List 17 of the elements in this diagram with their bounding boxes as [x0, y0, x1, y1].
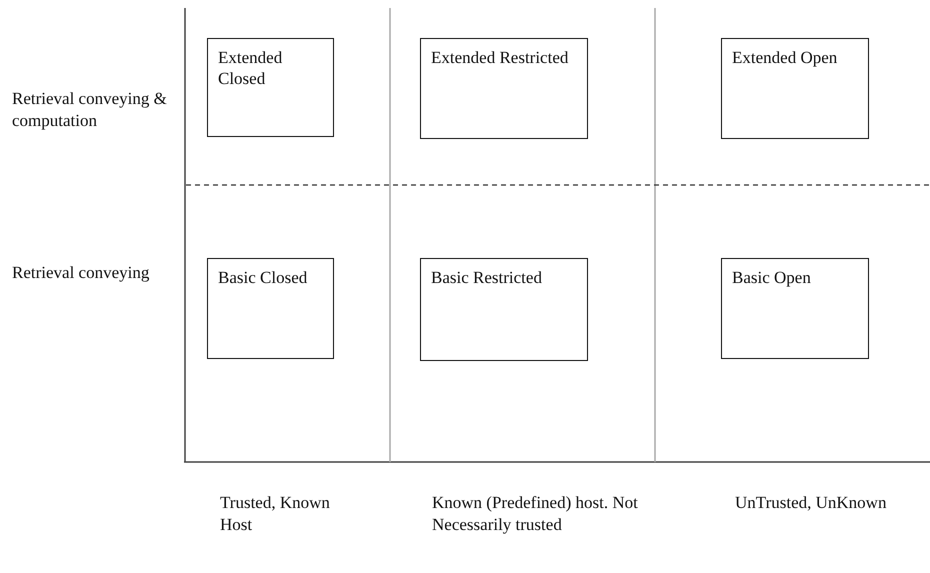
box-label: Extended Closed	[218, 47, 284, 89]
category-box	[207, 258, 334, 359]
box-label: Extended Open	[732, 47, 838, 68]
row-label: Retrieval conveying	[12, 262, 150, 284]
category-box	[207, 38, 334, 137]
box-label: Basic Closed	[218, 267, 308, 288]
column-label: Known (Predefined) host. Not Necessarily trusted	[432, 492, 639, 536]
category-box	[721, 258, 869, 359]
box-label: Basic Restricted	[431, 267, 543, 288]
box-label: Extended Restricted	[431, 47, 570, 68]
column-label: UnTrusted, UnKnown	[735, 492, 888, 514]
box-label: Basic Open	[732, 267, 812, 288]
row-label: Retrieval conveying & computation	[12, 88, 168, 132]
column-label: Trusted, Known Host	[220, 492, 331, 536]
category-box	[420, 38, 588, 139]
category-box	[721, 38, 869, 139]
category-box	[420, 258, 588, 361]
